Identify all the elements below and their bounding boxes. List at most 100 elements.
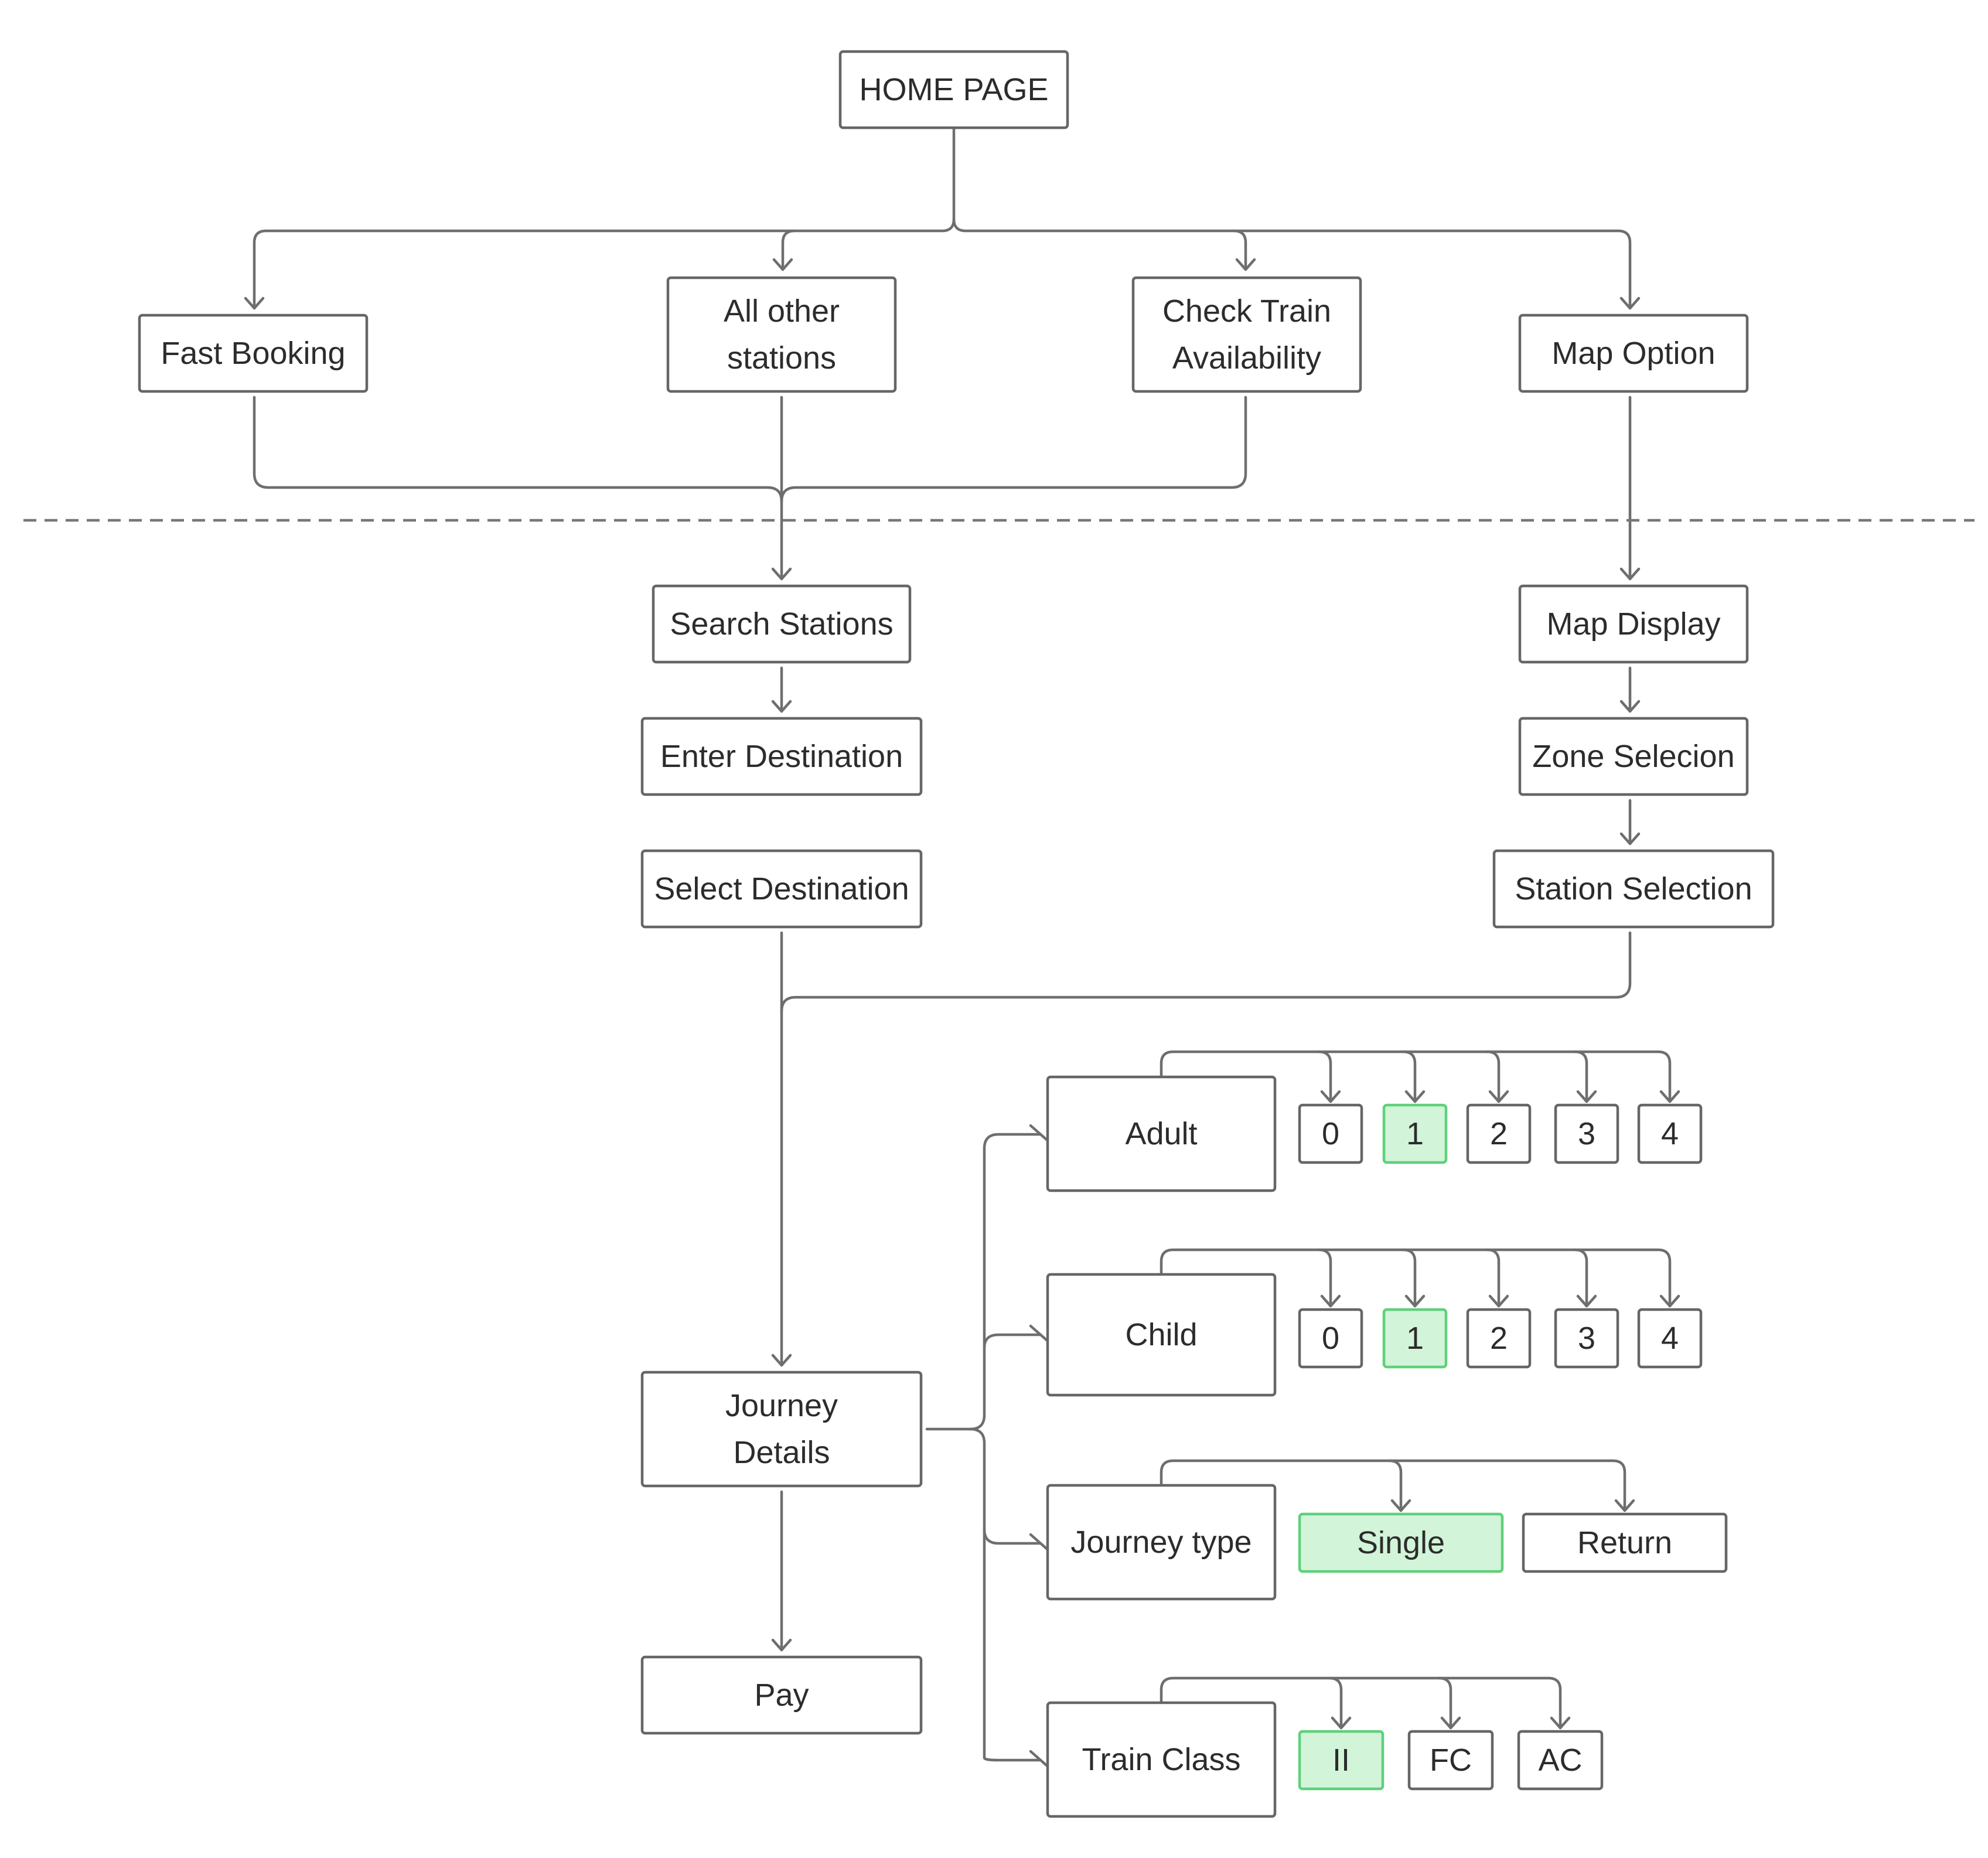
all-other-stations-node-box xyxy=(666,276,897,393)
child-option-2[interactable]: 1 xyxy=(1382,1308,1448,1369)
journey-type-branch-connector xyxy=(1387,1459,1403,1512)
adult-option-1[interactable]: 0 xyxy=(1298,1103,1363,1164)
fast-booking-node-box xyxy=(138,313,369,393)
adult-branch-connector xyxy=(1317,1050,1332,1103)
child-bracket-connector xyxy=(1160,1248,1672,1308)
journey-details-node-label: Details xyxy=(733,1435,830,1470)
child-arrowhead xyxy=(1404,1294,1426,1308)
map-display-arrowhead xyxy=(1619,567,1641,581)
train-class-option-label: FC xyxy=(1430,1743,1472,1778)
train-class-option-3[interactable]: AC xyxy=(1517,1730,1604,1791)
journey-type-option-box[interactable] xyxy=(1522,1512,1728,1573)
map-option-node-label: Map Option xyxy=(1551,336,1715,371)
child-option-box[interactable] xyxy=(1466,1308,1532,1369)
adult-arrowhead xyxy=(1404,1090,1426,1103)
child-option-1[interactable]: 0 xyxy=(1298,1308,1363,1369)
child-option-5[interactable]: 4 xyxy=(1637,1308,1703,1369)
adult-branch-connector xyxy=(1573,1050,1588,1103)
adult-option-5[interactable]: 4 xyxy=(1637,1103,1703,1164)
journey-type-node-box xyxy=(1046,1484,1277,1601)
station-selection-arrowhead xyxy=(1619,832,1641,846)
enter-destination-node-label: Enter Destination xyxy=(660,739,903,774)
train-class-option-box[interactable] xyxy=(1407,1730,1494,1791)
child-branch-connector xyxy=(1573,1248,1588,1308)
adult-option-label: 4 xyxy=(1661,1116,1679,1151)
child-arrowhead xyxy=(1576,1294,1597,1308)
adult-option-2[interactable]: 1 xyxy=(1382,1103,1448,1164)
journey-type-arrowhead xyxy=(1390,1499,1411,1512)
home-to-check-train-connector xyxy=(1232,229,1247,271)
journey-to-adult-connector xyxy=(925,1133,1042,1431)
journey-type-option-label: Single xyxy=(1357,1525,1445,1560)
child-option-box[interactable] xyxy=(1554,1308,1619,1369)
child-option-label: 2 xyxy=(1490,1321,1508,1356)
map-display-node-label: Map Display xyxy=(1546,606,1720,642)
child-option-label: 4 xyxy=(1661,1321,1679,1356)
home-page-node-box xyxy=(838,50,1069,129)
search-stations-node-label: Search Stations xyxy=(670,606,893,642)
journey-type-node: Journey type xyxy=(1046,1484,1277,1601)
check-train-availability-node-box xyxy=(1131,276,1362,393)
child-option-box[interactable] xyxy=(1637,1308,1703,1369)
train-class-node-box xyxy=(1046,1701,1277,1818)
adult-arrowhead xyxy=(1659,1090,1680,1103)
home-page-node-label: HOME PAGE xyxy=(859,72,1048,107)
child-option-label: 3 xyxy=(1578,1321,1595,1356)
child-branch-connector xyxy=(1485,1248,1501,1308)
fast-booking-node-label: Fast Booking xyxy=(161,336,345,371)
adult-option-label: 0 xyxy=(1322,1116,1339,1151)
enter-destination-node-box xyxy=(640,717,923,796)
zone-selection-node: Zone Selecion xyxy=(1518,717,1749,796)
journey-type-option-2[interactable]: Return xyxy=(1522,1512,1728,1573)
map-option-arrowhead xyxy=(1619,296,1641,310)
train-class-option-2[interactable]: FC xyxy=(1407,1730,1494,1791)
train-class-option-box[interactable] xyxy=(1517,1730,1604,1791)
train-class-option-label: II xyxy=(1332,1743,1350,1778)
adult-option-box[interactable] xyxy=(1554,1103,1619,1164)
journey-details-arrowhead xyxy=(771,1354,792,1367)
search-stations-node: Search Stations xyxy=(652,584,912,664)
pay-node-box xyxy=(640,1655,923,1735)
zone-selection-node-label: Zone Selecion xyxy=(1532,739,1734,774)
check-train-arrowhead xyxy=(1235,258,1256,271)
adult-node-label: Adult xyxy=(1125,1116,1197,1151)
home-to-map-option-connector xyxy=(952,217,1632,310)
all-other-stations-node-label: All other xyxy=(724,294,840,329)
adult-option-box[interactable] xyxy=(1382,1103,1448,1164)
train-class-option-box[interactable] xyxy=(1298,1730,1385,1791)
map-option-node: Map Option xyxy=(1518,313,1749,393)
child-option-4[interactable]: 3 xyxy=(1554,1308,1619,1369)
adult-option-3[interactable]: 2 xyxy=(1466,1103,1532,1164)
zone-selection-arrowhead xyxy=(1619,700,1641,713)
child-arrowhead xyxy=(1659,1294,1680,1308)
train-class-option-1[interactable]: II xyxy=(1298,1730,1385,1791)
adult-option-box[interactable] xyxy=(1466,1103,1532,1164)
train-class-branch-connector xyxy=(1437,1676,1452,1730)
pay-arrowhead xyxy=(771,1638,792,1652)
fast-booking-to-search-connector xyxy=(253,396,783,503)
station-selection-node-box xyxy=(1492,849,1775,929)
map-display-node: Map Display xyxy=(1518,584,1749,664)
check-train-to-search-connector xyxy=(780,396,1247,503)
child-option-box[interactable] xyxy=(1298,1308,1363,1369)
journey-type-node-label: Journey type xyxy=(1070,1525,1252,1560)
all-other-stations-node-label: stations xyxy=(727,340,836,376)
adult-option-box[interactable] xyxy=(1298,1103,1363,1164)
journey-type-option-1[interactable]: Single xyxy=(1298,1512,1504,1573)
adult-option-box[interactable] xyxy=(1637,1103,1703,1164)
child-option-box[interactable] xyxy=(1382,1308,1448,1369)
fast-booking-node: Fast Booking xyxy=(138,313,369,393)
adult-option-4[interactable]: 3 xyxy=(1554,1103,1619,1164)
train-class-node: Train Class xyxy=(1046,1701,1277,1818)
connectors xyxy=(244,126,1680,1771)
journey-to-train-class-connector xyxy=(969,1427,1042,1762)
adult-arrowhead xyxy=(1320,1090,1341,1103)
journey-to-child-connector xyxy=(983,1333,1042,1349)
child-option-3[interactable]: 2 xyxy=(1466,1308,1532,1369)
adult-branch-connector xyxy=(1485,1050,1501,1103)
adult-branch-connector xyxy=(1402,1050,1417,1103)
train-class-arrowhead xyxy=(1550,1716,1571,1730)
child-node-label: Child xyxy=(1125,1317,1197,1352)
journey-type-option-box[interactable] xyxy=(1298,1512,1504,1573)
